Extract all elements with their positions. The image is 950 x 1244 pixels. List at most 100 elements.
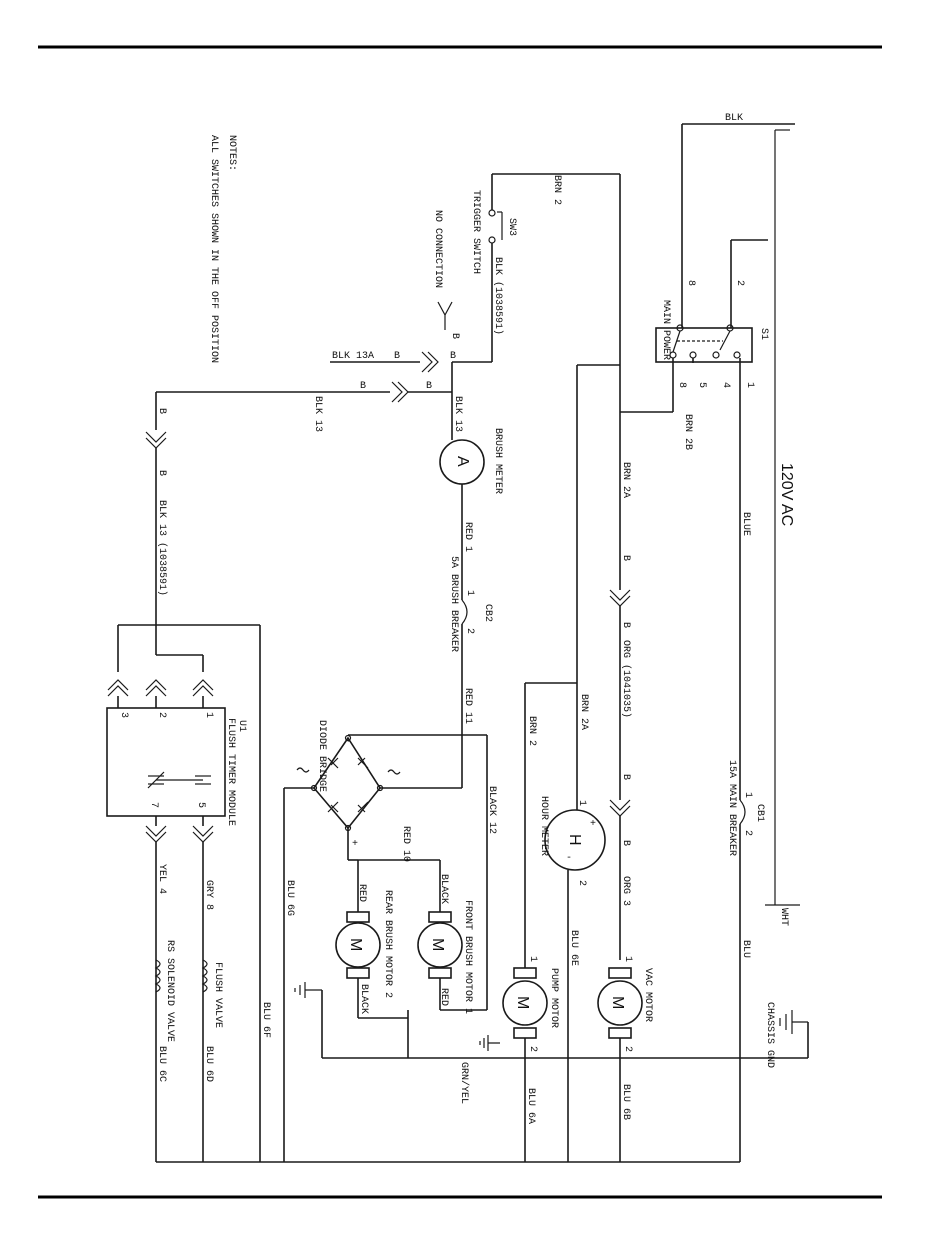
s1-pin4: 4	[720, 382, 731, 388]
label-blu-main: BLU	[740, 940, 751, 958]
flush-valve-coil-icon	[201, 959, 208, 993]
label-cb2-pin2: 2	[464, 628, 475, 634]
connector-org-2	[609, 799, 631, 817]
connector-m5	[192, 825, 214, 843]
label-cb1-pin1: 1	[742, 792, 753, 798]
label-org-3: ORG 3	[620, 876, 631, 906]
s1-pin8: 8	[676, 382, 687, 388]
module-contact-slash	[147, 771, 165, 789]
label-red-1: RED 1	[462, 522, 473, 552]
s1-contact-f	[733, 351, 741, 359]
pin-b-org-4: B	[620, 840, 631, 846]
rear-brush-motor-label: REAR BRUSH MOTOR 2	[382, 890, 393, 998]
flush-valve-label: FLUSH VALVE	[212, 962, 223, 1028]
s1-name: S1	[758, 328, 769, 340]
s1-contact-e	[712, 351, 720, 359]
label-cb2-pin1: 1	[464, 590, 475, 596]
pump-motor-label: PUMP MOTOR	[548, 968, 559, 1028]
rear-red-label: RED	[356, 884, 367, 902]
connector-13a	[421, 351, 439, 373]
ground-pump-icon	[479, 1035, 500, 1051]
brush-meter-symbol: A	[454, 456, 471, 467]
rear-brush-motor	[335, 922, 381, 968]
rs-solenoid-coil-icon	[154, 959, 161, 993]
label-blu-6b: BLU 6B	[620, 1084, 631, 1120]
label-brn-2a: BRN 2A	[620, 462, 631, 498]
bridge-ac-left-icon	[296, 767, 310, 773]
label-cb2: CB2	[482, 604, 493, 622]
hour-meter-plus: +	[590, 819, 596, 830]
sw3-wire: BLK (1038591)	[492, 257, 504, 335]
label-blue: BLUE	[740, 512, 751, 536]
label-blu-6f: BLU 6F	[260, 1002, 271, 1038]
label-brn-2a-lower: BRN 2A	[578, 694, 589, 730]
chassis-gnd-icon	[779, 1010, 808, 1034]
s1-pin8-top: 8	[685, 280, 696, 286]
s1-pin1: 1	[744, 382, 755, 388]
module-pin2: 2	[156, 712, 167, 718]
pin-b-org-1: B	[620, 555, 631, 561]
hour-meter-minus: -	[566, 853, 572, 864]
rear-brush-cap-bottom	[346, 967, 370, 979]
front-brush-motor-symbol: M	[429, 938, 446, 951]
front-brush-cap-top	[428, 911, 452, 923]
s1-label: MAIN POWER	[660, 300, 671, 360]
label-gry-8: GRY 8	[203, 880, 214, 910]
label-cb2-desc: 5A BRUSH BREAKER	[448, 556, 459, 652]
diode-3-icon	[327, 801, 339, 813]
switch-s1-body	[655, 327, 753, 363]
module-pin5: 5	[195, 802, 206, 808]
vac-motor-symbol: M	[609, 996, 626, 1009]
front-black-label: BLACK	[438, 874, 449, 904]
hour-meter-pin2: 2	[576, 880, 587, 886]
pump-motor-pin1: 1	[527, 956, 538, 962]
pin-b-noconn: B	[449, 333, 460, 339]
chassis-gnd-label: CHASSIS GND	[764, 1002, 775, 1068]
vac-motor-cap-top	[608, 967, 632, 979]
sw3-contact-bottom	[488, 236, 496, 244]
connector-m2	[145, 679, 167, 697]
pump-motor-cap-bottom	[513, 1027, 537, 1039]
rear-brush-motor-symbol: M	[347, 938, 364, 951]
bridge-node-right	[376, 784, 384, 792]
cb2-symbol	[461, 599, 468, 625]
diode-1-icon	[327, 757, 339, 769]
label-cb1: CB1	[754, 804, 765, 822]
module-pin3: 3	[118, 712, 129, 718]
notes-line: ALL SWITCHES SHOWN IN THE OFF POSITION	[208, 135, 219, 363]
connector-m7	[145, 825, 167, 843]
bridge-plus: +	[352, 839, 358, 850]
connector-m1	[192, 679, 214, 697]
label-no-connection: NO CONNECTION	[432, 210, 443, 288]
connector-org	[609, 589, 631, 607]
sw3-name: SW3	[506, 218, 517, 236]
s1-contact-d	[689, 351, 697, 359]
label-grn-yel: GRN/YEL	[458, 1062, 470, 1104]
label-org-top: ORG (1041035)	[620, 640, 632, 718]
hour-meter-symbol: H	[566, 834, 583, 846]
label-blu-6e: BLU 6E	[568, 930, 579, 966]
hour-meter-pin1: 1	[576, 800, 587, 806]
s1-pin2-top: 2	[734, 280, 745, 286]
no-connection-stub	[437, 301, 453, 330]
pin-b-13a-r: B	[450, 351, 456, 362]
label-cb1-desc: 15A MAIN BREAKER	[726, 760, 737, 856]
pump-motor-cap-top	[513, 967, 537, 979]
rear-brush-cap-top	[346, 911, 370, 923]
diode-bridge-label: DIODE BRIDGE	[316, 720, 327, 792]
diode-4-icon	[357, 801, 369, 813]
u1-label: U1	[236, 720, 247, 732]
label-yel-4: YEL 4	[156, 864, 167, 894]
connector-m3	[107, 679, 129, 697]
label-blu-6g: BLU 6G	[284, 880, 295, 916]
sw3-label: TRIGGER SWITCH	[470, 190, 481, 274]
notes-heading: NOTES:	[226, 135, 237, 171]
bridge-ac-right-icon	[387, 769, 401, 775]
connector-module-13	[145, 431, 167, 449]
pump-motor-symbol: M	[514, 996, 531, 1009]
front-red-label: RED	[438, 988, 449, 1006]
pump-motor	[502, 980, 548, 1026]
cb1-symbol	[739, 799, 746, 825]
connector-13	[391, 381, 409, 403]
